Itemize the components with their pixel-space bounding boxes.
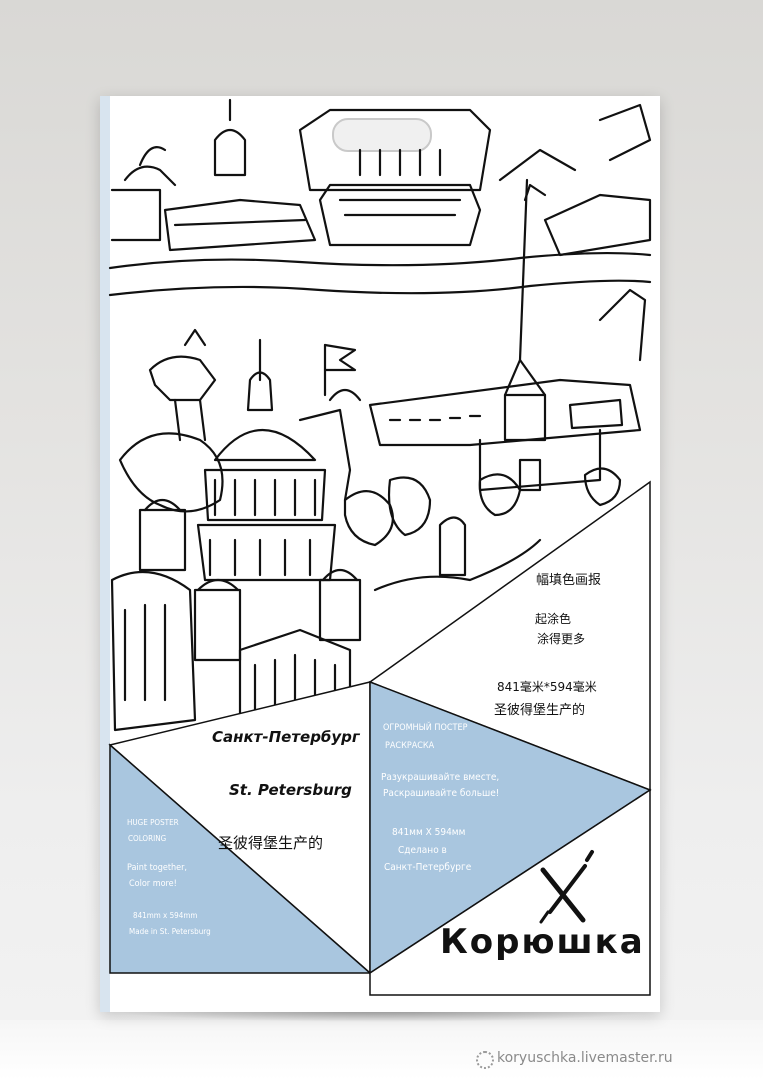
cn-paint-line-2: 涂得更多	[537, 632, 586, 646]
ru-made-in-2: Санкт-Петербурге	[384, 862, 472, 873]
site-watermark: koryuschka.livemaster.ru	[497, 1050, 673, 1066]
hang-tab-slot	[332, 118, 432, 152]
ru-made-in-1: Сделано в	[398, 845, 447, 856]
city-name-english: St. Petersburg	[229, 781, 352, 799]
cn-dimensions: 841毫米*594毫米	[497, 680, 597, 694]
cn-paint-line-1: 起涂色	[535, 612, 572, 626]
triangle-en-blue	[109, 743, 372, 974]
en-made-in: Made in St. Petersburg	[129, 927, 211, 936]
ru-heading-1: ОГРОМНЫЙ ПОСТЕР	[383, 723, 468, 733]
table-surface	[0, 1020, 763, 1080]
brand-logo: Корюшка	[440, 922, 645, 962]
package-side-edge	[100, 96, 110, 1012]
ru-paint-line-1: Разукрашивайте вместе,	[381, 772, 500, 783]
cn-poster-title: 幅填色画报	[536, 573, 602, 588]
en-heading-1: HUGE POSTER	[127, 818, 179, 827]
crossed-pencil-brush-icon	[539, 850, 594, 924]
brand-panel	[369, 788, 651, 996]
en-dimensions: 841mm x 594mm	[133, 911, 198, 920]
en-heading-2: COLORING	[128, 834, 167, 843]
ru-dimensions: 841мм Х 594мм	[392, 827, 466, 838]
ru-paint-line-2: Раскрашивайте больше!	[383, 788, 500, 799]
city-name-russian: Санкт-Петербург	[212, 728, 360, 746]
en-paint-line-1: Paint together,	[127, 863, 188, 873]
livemaster-logo-icon	[476, 1051, 494, 1069]
city-name-chinese: 圣彼得堡生产的	[218, 834, 324, 852]
ru-heading-2: РАСКРАСКА	[385, 741, 435, 751]
cn-made-in: 圣彼得堡生产的	[494, 703, 586, 718]
en-paint-line-2: Color more!	[129, 879, 177, 889]
